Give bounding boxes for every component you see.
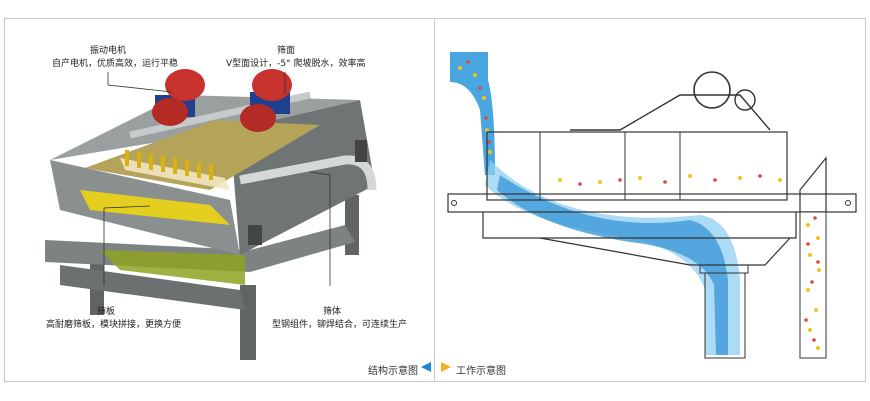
- triangle-right-icon[interactable]: [440, 361, 452, 373]
- callout-motor: 振动电机 自产电机，优质高效，运行平稳: [52, 45, 179, 71]
- screen-body-outline: [486, 131, 788, 201]
- feed-chute: [450, 52, 495, 175]
- screen-yellow-front: [80, 190, 230, 225]
- working-diagram-tab[interactable]: 工作示意图: [456, 366, 506, 377]
- callout-plate-title: 筛板: [96, 307, 115, 317]
- callout-body: 筛体 型钢组件，铆焊结合，可连续生产: [272, 306, 408, 332]
- water-flow-dark: [497, 175, 728, 355]
- callout-screen-desc: V型面设计，-5° 爬坡脱水，效率高: [226, 59, 366, 69]
- motor-left: [152, 69, 205, 126]
- callout-motor-title: 振动电机: [89, 46, 126, 56]
- triangle-left-icon[interactable]: [420, 361, 432, 373]
- main-beam: [447, 193, 857, 213]
- discharge-column: [799, 211, 827, 359]
- leader-body: [309, 171, 331, 286]
- callout-body-title: 筛体: [322, 307, 341, 317]
- underflow-pipe: [704, 272, 746, 359]
- leader-motor: [107, 72, 173, 93]
- structure-diagram-tab[interactable]: 结构示意图: [368, 366, 418, 377]
- callout-screen: 筛面 V型面设计，-5° 爬坡脱水，效率高: [226, 45, 366, 71]
- callout-plate: 筛板 高耐磨筛板，模块拼接，更换方便: [46, 306, 182, 332]
- callout-screen-title: 筛面: [276, 46, 295, 56]
- callout-body-desc: 型钢组件，铆焊结合，可连续生产: [272, 320, 408, 330]
- ground-green: [100, 250, 245, 285]
- callout-plate-desc: 高耐磨筛板，模块拼接，更换方便: [46, 320, 182, 330]
- panel-divider: [434, 18, 435, 382]
- spray-pipe: [239, 155, 377, 191]
- leader-plate: [103, 205, 151, 286]
- motor-right: [240, 69, 292, 132]
- center-front-leg: [240, 285, 256, 360]
- spring-front: [248, 225, 262, 245]
- spring-rear: [355, 140, 367, 162]
- callout-motor-desc: 自产电机，优质高效，运行平稳: [52, 59, 179, 69]
- exciter-drum: [693, 71, 731, 109]
